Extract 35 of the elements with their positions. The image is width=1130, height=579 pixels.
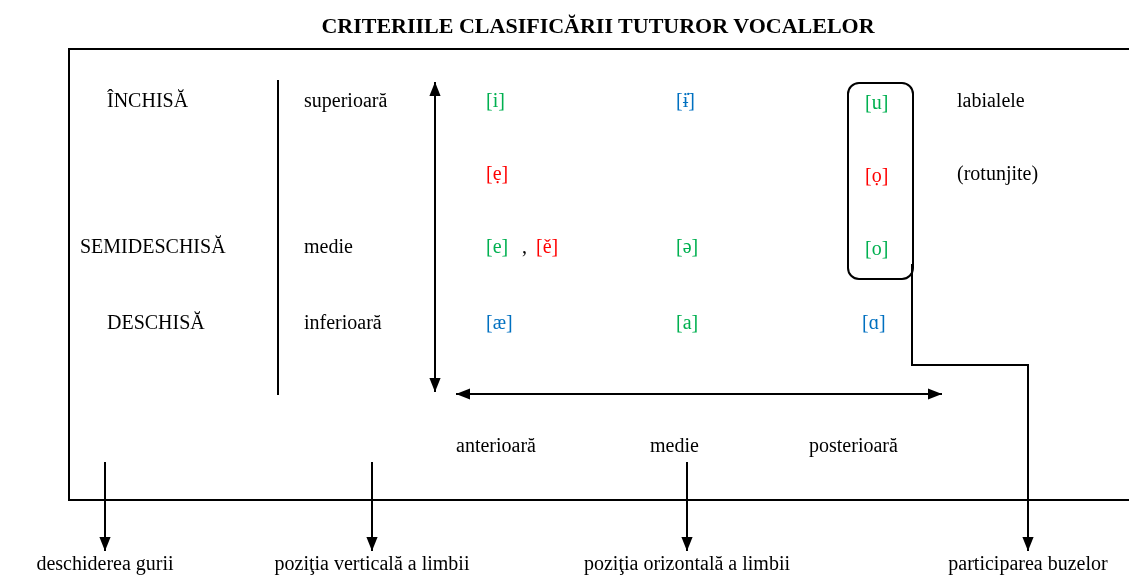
openness-label: SEMIDESCHISĂ	[80, 234, 226, 258]
arrow	[99, 461, 111, 552]
vowel-symbol: [ɑ]	[862, 310, 886, 334]
arrow	[366, 461, 378, 552]
arrow	[681, 461, 693, 552]
vowel-symbol: [ẹ]	[486, 161, 509, 185]
openness-label: DESCHISĂ	[107, 310, 205, 334]
height-label: superioară	[304, 88, 388, 112]
criterion-label: poziţia verticală a limbii	[274, 551, 470, 575]
backness-label: posterioară	[809, 433, 898, 457]
height-label: inferioară	[304, 310, 382, 334]
criterion-label: participarea buzelor	[948, 551, 1108, 575]
vowel-symbol: [ɨ̇]	[676, 88, 695, 112]
vowel-symbol: [ě]	[536, 234, 559, 258]
vowel-symbol: [a]	[676, 310, 699, 334]
vowel-symbol: [u]	[865, 90, 889, 114]
backness-label: medie	[650, 433, 699, 457]
openness-label: ÎNCHISĂ	[107, 88, 189, 112]
rounding-label: labialele	[957, 88, 1025, 112]
separator-comma: ,	[522, 234, 527, 258]
vowel-symbol: [ə]	[676, 234, 699, 258]
vowel-symbol: [ọ]	[865, 163, 889, 187]
vowel-symbol: [o]	[865, 236, 889, 260]
vowel-symbol: [i]	[486, 88, 505, 112]
frame-box	[68, 48, 1129, 501]
backness-label: anterioară	[456, 433, 536, 457]
arrow	[911, 263, 1034, 552]
height-label: medie	[304, 234, 353, 258]
rounding-label: (rotunjite)	[957, 161, 1039, 185]
vowel-symbol: [e]	[486, 234, 509, 258]
vowel-symbol: [æ]	[486, 310, 513, 334]
title: CRITERIILE CLASIFICĂRII TUTUROR VOCALELOR	[320, 14, 876, 38]
criterion-label: deschiderea gurii	[36, 551, 174, 575]
criterion-label: poziţia orizontală a limbii	[584, 551, 790, 575]
rounded-box	[847, 82, 914, 280]
